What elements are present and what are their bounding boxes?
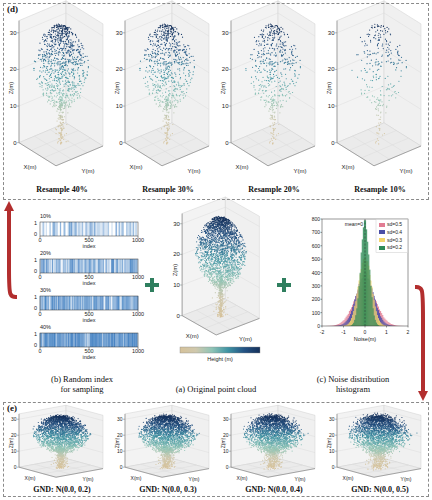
figure-canvas: (d)Resample 40%Resample 30%Resample 20%R… <box>0 0 432 500</box>
